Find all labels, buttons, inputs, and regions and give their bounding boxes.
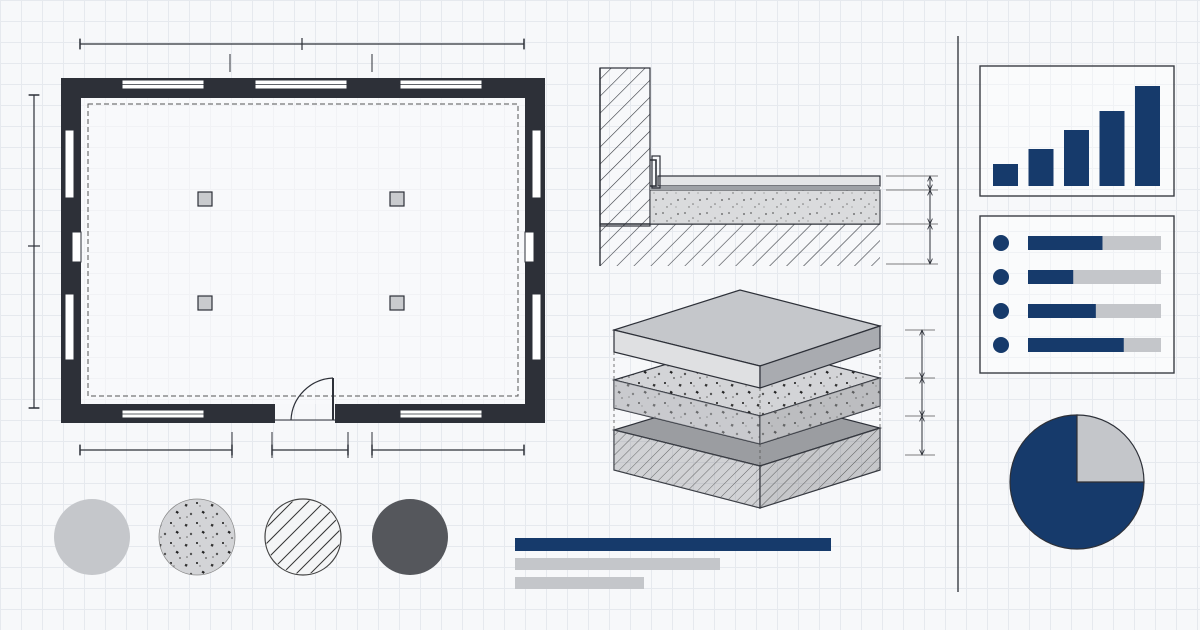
floor-finish-layer: [657, 175, 881, 187]
ground-section: [600, 224, 880, 266]
hatched-swatch-icon: [264, 498, 342, 576]
bullet-dot-icon: [993, 337, 1009, 353]
terrazzo-swatch-icon: [158, 498, 236, 576]
progress-fill-2: [1028, 270, 1074, 284]
column-marker-icon: [389, 191, 405, 207]
vertical-bar-1: [993, 164, 1018, 186]
pie-chart: [1009, 414, 1145, 550]
exploded-layer-stack: [611, 289, 935, 509]
windows-top: [121, 79, 483, 90]
vertical-bar-3: [1064, 130, 1089, 186]
column-marker-icon: [197, 191, 213, 207]
explode-guides: [613, 348, 881, 466]
column-marker-icon: [389, 295, 405, 311]
bottom-dimension-lines: [79, 432, 525, 458]
vertical-bar-chart: [993, 86, 1160, 186]
dark-slate-swatch-icon: [372, 499, 448, 575]
pie-slice-1: [1009, 414, 1145, 550]
progress-fill-1: [1028, 236, 1103, 250]
pie-slice-2: [1076, 414, 1145, 483]
progress-fill-4: [1028, 338, 1124, 352]
vertical-bar-4: [1099, 111, 1125, 186]
caption-placeholder: [515, 538, 831, 589]
progress-fill-3: [1028, 304, 1096, 318]
vertical-bar-5: [1135, 86, 1160, 186]
windows-side: [64, 129, 542, 361]
bullet-dot-icon: [993, 235, 1009, 251]
column-marker-icon: [197, 295, 213, 311]
horizontal-bar-chart: [993, 235, 1161, 353]
caption-bar-secondary: [515, 558, 720, 570]
vertical-bar-2: [1028, 149, 1054, 186]
top-dimension-line: [79, 38, 525, 72]
left-dimension-line: [28, 94, 40, 409]
windows-bottom: [121, 409, 483, 419]
layer-dimension-lines: [905, 330, 935, 455]
bullet-dot-icon: [993, 269, 1009, 285]
column-markers: [197, 191, 405, 311]
room-interior: [81, 98, 525, 404]
entry-door: [275, 377, 335, 421]
edge-strip: [650, 159, 657, 187]
screed-layer: [649, 189, 881, 225]
caption-bar-tertiary: [515, 577, 644, 589]
floor-section-detail: [599, 67, 938, 266]
wall-section: [599, 67, 651, 227]
finish-layer-3d: [611, 289, 883, 389]
floor-plan: [28, 38, 545, 458]
smooth-concrete-swatch-icon: [54, 499, 130, 575]
caption-bar-primary: [515, 538, 831, 551]
section-dimension-lines: [886, 176, 938, 264]
bullet-dot-icon: [993, 303, 1009, 319]
inner-dashed-outline: [87, 103, 519, 397]
material-swatches: [54, 498, 448, 576]
